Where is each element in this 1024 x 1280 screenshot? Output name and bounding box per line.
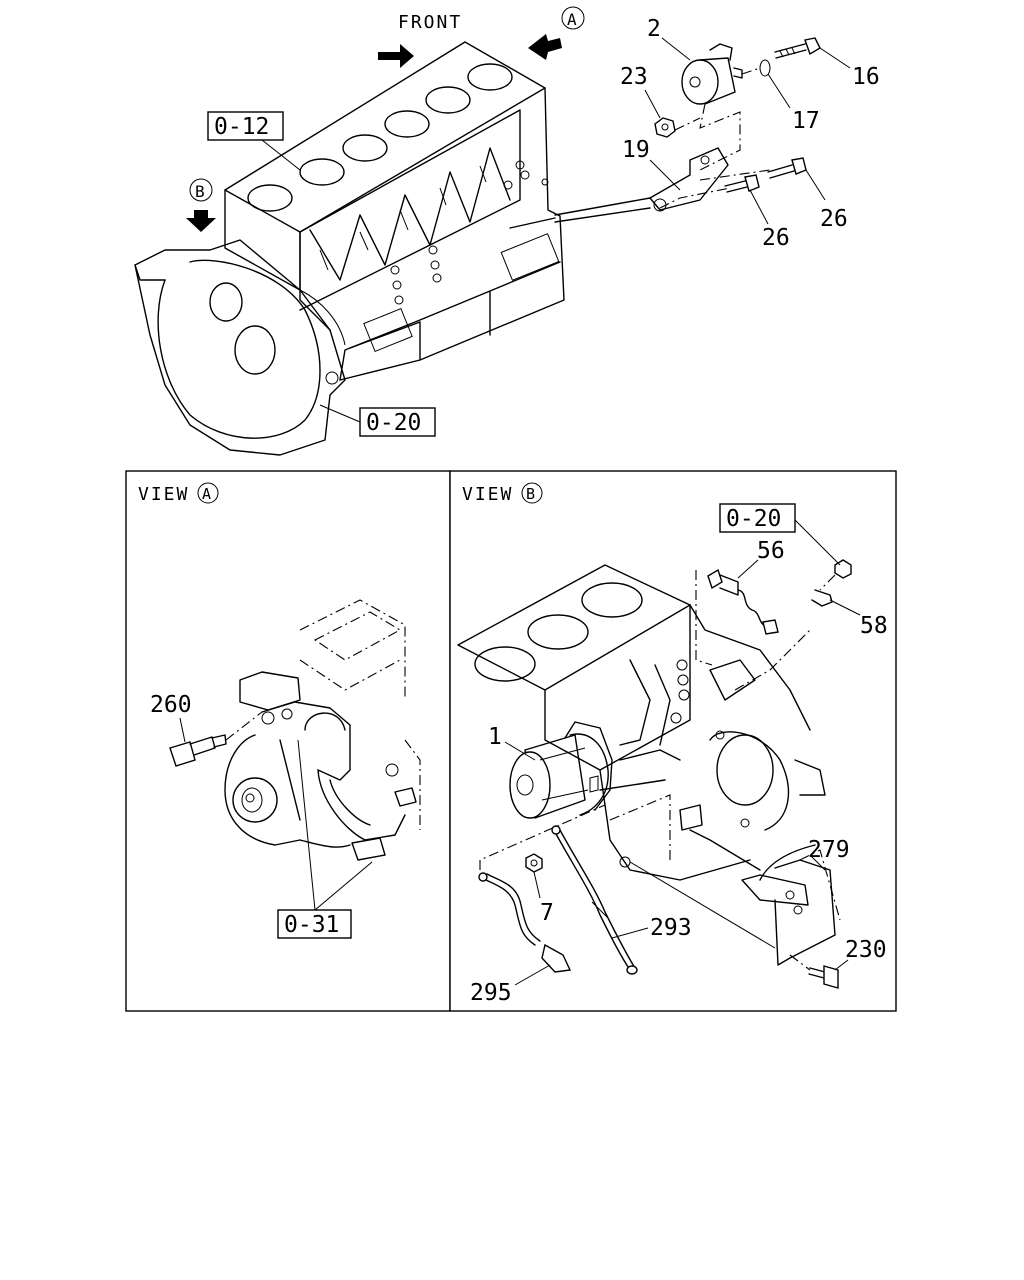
sensor-part-260 bbox=[169, 711, 263, 767]
ref-water-pump-0-31: 0-31 bbox=[277, 739, 373, 939]
label-part-1: 1 bbox=[488, 724, 502, 750]
label-part-16: 16 bbox=[852, 64, 880, 90]
label-part-230: 230 bbox=[845, 937, 887, 963]
label-part-260: 260 bbox=[150, 692, 192, 718]
nut-part-23 bbox=[654, 117, 701, 138]
view-b-title: VIEW bbox=[462, 484, 513, 505]
label-part-23: 23 bbox=[620, 64, 648, 90]
bolt-part-230 bbox=[789, 954, 839, 989]
bracket-part-279 bbox=[629, 849, 841, 966]
flywheel-housing bbox=[134, 239, 346, 456]
harness-part-295 bbox=[478, 872, 572, 973]
svg-text:0-20: 0-20 bbox=[726, 506, 781, 532]
front-arrow-icon bbox=[378, 44, 414, 68]
svg-text:0-12: 0-12 bbox=[214, 114, 269, 140]
marker-a-view: A bbox=[197, 482, 219, 504]
view-a-title: VIEW bbox=[138, 484, 189, 505]
bolt-part-26-upper bbox=[767, 157, 826, 201]
ref-flywheel-0-20: 0-20 bbox=[319, 404, 436, 437]
label-part-17: 17 bbox=[792, 108, 820, 134]
svg-text:A: A bbox=[202, 485, 211, 503]
ref-block-0-12: 0-12 bbox=[207, 111, 301, 171]
bolt-part-26-lower bbox=[724, 174, 769, 225]
front-label: FRONT bbox=[398, 12, 462, 33]
sensor-part-2 bbox=[681, 43, 743, 171]
starter-part-1 bbox=[509, 721, 613, 819]
view-b-panel: VIEW B bbox=[449, 470, 897, 1012]
label-part-19: 19 bbox=[622, 137, 650, 163]
label-part-279: 279 bbox=[808, 837, 850, 863]
label-part-58: 58 bbox=[860, 613, 888, 639]
svg-text:0-20: 0-20 bbox=[366, 410, 421, 436]
label-part-26-right: 26 bbox=[820, 206, 848, 232]
svg-text:B: B bbox=[195, 182, 205, 201]
svg-text:A: A bbox=[567, 10, 577, 29]
view-b-arrow-icon bbox=[186, 210, 216, 232]
svg-text:0-31: 0-31 bbox=[284, 912, 339, 938]
cable-part-293 bbox=[551, 825, 638, 975]
label-part-2: 2 bbox=[647, 16, 661, 42]
label-part-293: 293 bbox=[650, 915, 692, 941]
label-part-26-left: 26 bbox=[762, 225, 790, 251]
nut-part-7 bbox=[525, 853, 543, 873]
marker-b-top: B bbox=[189, 178, 213, 202]
water-outlet bbox=[239, 671, 417, 861]
marker-a-top: A bbox=[561, 6, 585, 30]
bracket-part-19 bbox=[509, 147, 771, 229]
sensor-part-56 bbox=[707, 568, 779, 635]
label-part-295: 295 bbox=[470, 980, 512, 1006]
bolt-part-16 bbox=[774, 37, 851, 69]
top-assembly: FRONT A B bbox=[134, 6, 880, 456]
marker-b-view: B bbox=[521, 482, 543, 504]
label-part-7: 7 bbox=[540, 900, 554, 926]
svg-text:B: B bbox=[526, 485, 535, 503]
ref-housing-0-20: 0-20 bbox=[719, 503, 841, 566]
view-a-panel: VIEW A bbox=[125, 470, 451, 1012]
label-part-56: 56 bbox=[757, 538, 785, 564]
block-view-b bbox=[457, 564, 826, 881]
view-a-arrow-icon bbox=[528, 34, 562, 60]
washer-part-17 bbox=[741, 59, 791, 109]
water-pump bbox=[224, 734, 351, 848]
engine-block bbox=[224, 41, 565, 381]
